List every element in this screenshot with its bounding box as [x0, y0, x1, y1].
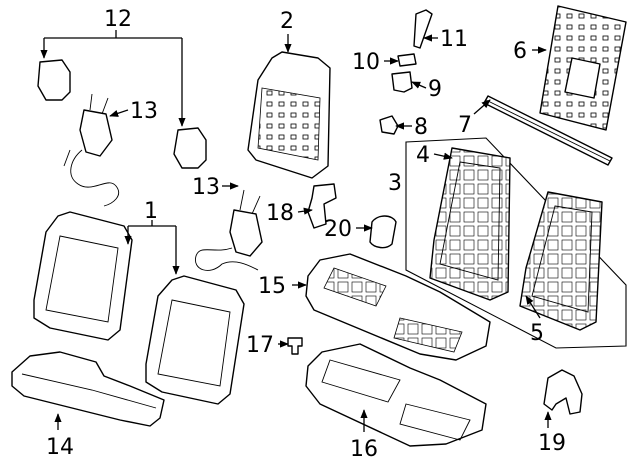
part-18-bracket	[307, 183, 337, 229]
callout-8: 8	[414, 115, 428, 140]
callout-4: 4	[416, 143, 430, 168]
part-17-bolt	[287, 337, 303, 355]
part-15-seat-pan	[305, 253, 491, 361]
part-4-left-frame	[429, 147, 511, 301]
callout-16: 16	[350, 437, 378, 462]
part-19-bracket	[543, 369, 583, 415]
part-11-rod	[413, 9, 433, 49]
part-13-harness-right	[195, 189, 263, 271]
part-9-latch	[391, 71, 413, 93]
callout-9: 9	[428, 77, 442, 102]
callout-labels: 12 2 11 10 6 9 13 7 8 4 3 13 1 18 20 15 …	[46, 7, 566, 462]
callout-11: 11	[440, 27, 468, 52]
callout-3: 3	[388, 171, 402, 196]
callout-17: 17	[246, 333, 274, 358]
callout-5: 5	[530, 321, 544, 346]
callout-1: 1	[144, 199, 158, 224]
part-10-clip	[397, 53, 417, 67]
part-14-seat-cushion	[11, 351, 165, 427]
callout-6: 6	[513, 39, 527, 64]
callout-2: 2	[280, 9, 294, 34]
part-3-frame-box	[405, 137, 627, 349]
callout-12: 12	[104, 7, 132, 32]
callout-15: 15	[258, 274, 286, 299]
callout-14: 14	[46, 435, 74, 460]
part-13-harness-left	[63, 93, 120, 207]
callout-19: 19	[538, 431, 566, 456]
callout-10: 10	[352, 50, 380, 75]
part-12-headrest-right	[173, 127, 207, 169]
callout-20: 20	[324, 217, 352, 242]
leader-lines	[40, 30, 552, 432]
part-6-back-panel	[539, 5, 627, 131]
part-12-headrest-left	[37, 59, 71, 101]
part-5-right-frame	[519, 191, 603, 331]
callout-13-right: 13	[192, 175, 220, 200]
callout-13-left: 13	[130, 99, 158, 124]
part-1-cushion-right	[145, 275, 245, 405]
part-8-bracket	[379, 115, 399, 135]
part-1-cushion-left	[33, 211, 133, 341]
part-16-seat-base	[305, 343, 487, 447]
part-2-seat-back	[247, 51, 331, 179]
part-20-clip	[369, 215, 397, 249]
callout-18: 18	[266, 201, 294, 226]
callout-7: 7	[458, 113, 472, 138]
